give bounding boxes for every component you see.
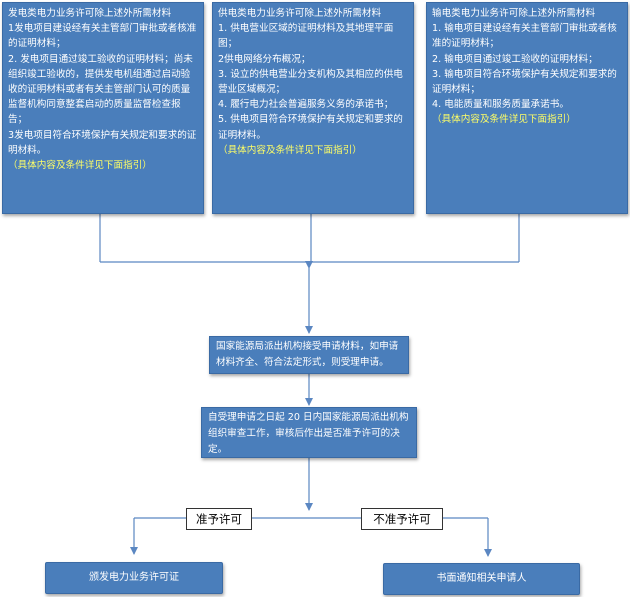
- power-transmission-box: 输电类电力业务许可除上述外所需材料 1. 输电项目建设经有关主管部门审批或者核准…: [426, 2, 628, 214]
- column-item: 3发电项目符合环境保护有关规定和要求的证明材料。: [8, 129, 197, 156]
- power-supply-box: 供电类电力业务许可除上述外所需材料 1. 供电营业区域的证明材料及其地理平面图；…: [212, 2, 414, 214]
- power-generation-box: 发电类电力业务许可除上述外所需材料 1发电项目建设经有关主管部门审批或者核准的证…: [2, 2, 204, 214]
- issue-license-box: 颁发电力业务许可证: [45, 562, 223, 594]
- column-item: 1. 输电项目建设经有关主管部门审批或者核准的证明材料；: [432, 23, 617, 50]
- column-item: 5. 供电项目符合环境保护有关规定和要求的证明材料。: [218, 114, 403, 141]
- column-title: 供电类电力业务许可除上述外所需材料: [218, 8, 382, 19]
- column-item: 2. 输电项目通过竣工验收的证明材料；: [432, 53, 598, 65]
- approve-label: 准予许可: [186, 508, 252, 530]
- column-note: （具体内容及条件详见下面指引）: [8, 160, 152, 172]
- column-item: 1. 供电营业区域的证明材料及其地理平面图；: [218, 23, 394, 50]
- reject-label: 不准予许可: [361, 508, 443, 530]
- reject-result-text: 书面通知相关申请人: [436, 573, 527, 584]
- column-item: 3. 设立的供电营业分支机构及其相应的供电营业区域概况；: [218, 68, 403, 96]
- column-title: 输电类电力业务许可除上述外所需材料: [432, 8, 596, 19]
- column-item: 4. 电能质量和服务质量承诺书。: [432, 99, 569, 111]
- step1-text: 国家能源局派出机构接受申请材料，如申请材料齐全、符合法定形式，则受理申请。: [216, 341, 399, 368]
- review-decision-box: 自受理申请之日起 20 日内国家能源局派出机构组织审查工作，审核后作出是否准予许…: [201, 407, 417, 458]
- approve-result-text: 颁发电力业务许可证: [89, 572, 179, 583]
- step2-text: 自受理申请之日起 20 日内国家能源局派出机构组织审查工作，审核后作出是否准予许…: [208, 412, 409, 455]
- column-item: 4. 履行电力社会普遍服务义务的承诺书；: [218, 99, 394, 111]
- column-note: （具体内容及条件详见下面指引）: [432, 114, 576, 126]
- notify-applicant-box: 书面通知相关申请人: [383, 563, 580, 595]
- column-note: （具体内容及条件详见下面指引）: [218, 144, 362, 156]
- column-item: 1发电项目建设经有关主管部门审批或者核准的证明材料；: [8, 23, 197, 50]
- column-title: 发电类电力业务许可除上述外所需材料: [8, 8, 172, 19]
- column-item: 3. 输电项目符合环境保护有关规定和要求的证明材料；: [432, 68, 617, 96]
- column-item: 2供电网络分布概况；: [218, 53, 311, 65]
- column-item: 2. 发电项目通过竣工验收的证明材料；尚未组织竣工验收的，提供发电机组通过启动验…: [8, 53, 193, 126]
- accept-application-box: 国家能源局派出机构接受申请材料，如申请材料齐全、符合法定形式，则受理申请。: [209, 336, 409, 374]
